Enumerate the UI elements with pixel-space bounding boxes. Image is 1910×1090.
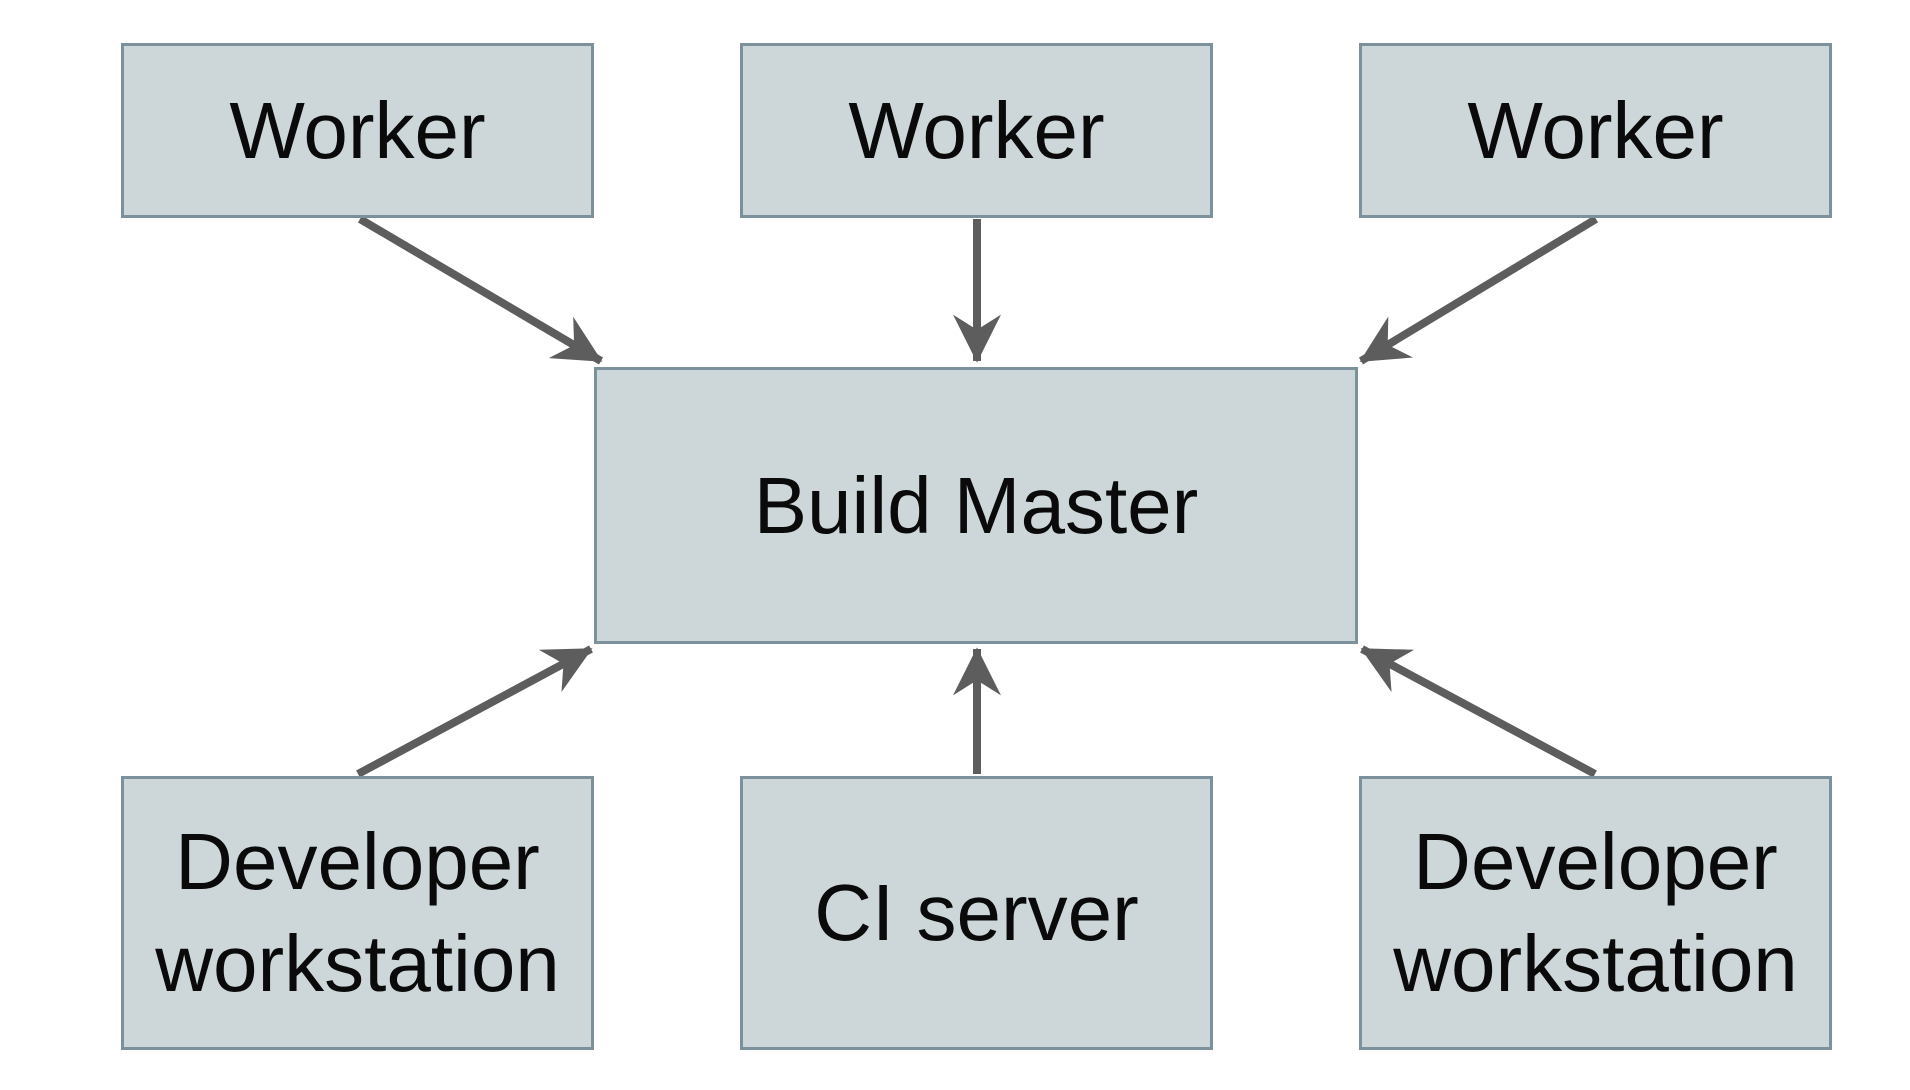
node-developer-workstation-1: Developer workstation bbox=[121, 776, 594, 1050]
node-worker-3: Worker bbox=[1359, 43, 1832, 218]
arrow-developer-workstation-1-to-build-master bbox=[356, 645, 593, 778]
node-ci-server-label: CI server bbox=[814, 868, 1139, 957]
arrow-worker-3-to-build-master bbox=[1358, 215, 1599, 365]
node-build-master: Build Master bbox=[594, 367, 1358, 644]
node-developer-workstation-1-label: workstation bbox=[155, 919, 560, 1008]
arrow-developer-workstation-2-to-build-master bbox=[1360, 645, 1597, 778]
node-worker-1: Worker bbox=[121, 43, 594, 218]
node-worker-3-label: Worker bbox=[1467, 85, 1724, 175]
arrow-worker-1-to-build-master bbox=[357, 215, 604, 365]
node-developer-workstation-2: Developer workstation bbox=[1359, 776, 1832, 1050]
node-worker-2: Worker bbox=[740, 43, 1213, 218]
node-developer-workstation-2-label: Developer bbox=[1413, 817, 1778, 906]
node-worker-1-label: Worker bbox=[229, 85, 486, 175]
node-worker-2-label: Worker bbox=[848, 85, 1105, 175]
node-ci-server: CI server bbox=[740, 776, 1213, 1050]
node-developer-workstation-2-label: workstation bbox=[1393, 919, 1798, 1008]
node-build-master-label: Build Master bbox=[753, 460, 1199, 550]
node-developer-workstation-1-label: Developer bbox=[175, 817, 540, 906]
